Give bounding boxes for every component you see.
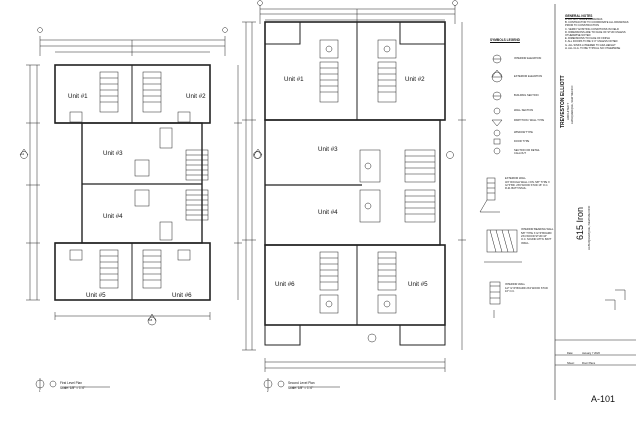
unit-label-2: Unit #2 <box>405 76 425 83</box>
second-level-plan <box>242 0 466 390</box>
first-plan-title: First Level Plan <box>60 381 82 385</box>
unit-label-6: Unit #6 <box>172 292 192 299</box>
unit-label-1: Unit #1 <box>68 93 88 100</box>
wall-type-details <box>479 177 522 318</box>
legend-item: BUILDING SECTION <box>514 94 539 97</box>
legend-symbols <box>491 54 503 155</box>
legend-item: SECTION OR DETAIL CALLOUT <box>514 149 540 156</box>
legend-item: INTERIOR ELEVATION <box>514 57 542 60</box>
sheet-title: Floor Plans <box>582 362 596 365</box>
unit-label-3: Unit #3 <box>318 146 338 153</box>
general-note: E. DIMENSIONS TO FACE OF FINISH <box>565 37 610 41</box>
first-level-plan <box>19 27 263 390</box>
legend-item: WINDOW TYPE <box>514 131 533 134</box>
general-notes: GENERAL NOTES A. DO NOT SCALE DRAWINGS B… <box>565 14 635 50</box>
project-name: 615 Iron <box>575 206 585 240</box>
project-location: ALBUQUERQUE, NEW MEXICO <box>587 205 591 250</box>
unit-label-1: Unit #1 <box>284 76 304 83</box>
date-label: Date: <box>567 352 574 355</box>
sheet-label: Sheet: <box>567 362 575 365</box>
second-plan-title: Second Level Plan <box>288 381 315 385</box>
general-note: C. VERIFY EXISTING CONDITIONS IN FIELD <box>565 27 619 31</box>
unit-label-6: Unit #6 <box>275 281 295 288</box>
unit-label-5: Unit #5 <box>408 281 428 288</box>
legend-item: DOOR TYPE <box>514 140 530 143</box>
firm-name: TREVESTON ELLIOTT <box>560 75 566 128</box>
general-notes-title: GENERAL NOTES <box>565 14 593 18</box>
first-plan-scale: Scale: 1/8" = 1'-0" <box>60 386 86 390</box>
general-note: B. CONTRACTOR TO COORDINATE ALL DRAWINGS… <box>565 21 629 28</box>
general-note: H. ALL CLG. TO BE TYPICAL NO OTHERWISE <box>565 46 621 50</box>
wall-type-desc: 3/4" ROUGH WALL / FIN. 5/8" TYPE X GYP B… <box>505 181 550 191</box>
legend-item: EXTERIOR ELEVATION <box>514 75 543 78</box>
unit-label-3: Unit #3 <box>103 150 123 157</box>
legend-item: PARTITION / WALL TYPE <box>514 119 545 122</box>
unit-label-5: Unit #5 <box>86 292 106 299</box>
unit-label-4: Unit #4 <box>103 213 123 220</box>
general-note: F. ALL DOORS TO BE 3'-0" UNLESS NOTED <box>565 40 618 44</box>
general-note: A. DO NOT SCALE DRAWINGS <box>565 18 603 21</box>
second-plan-scale: Scale: 1/8" = 1'-0" <box>288 386 314 390</box>
general-note: G. ALL SINKS LOWERED TO ADA HEIGHT <box>565 43 616 47</box>
wall-type-tag: EXTERIOR WALL <box>505 177 526 180</box>
callout-label: A1 <box>21 153 25 156</box>
wall-type-desc: 5/8" TYPE X GYP BOARD 2X4 WOOD STUD 16" … <box>521 232 552 245</box>
unit-label-2: Unit #2 <box>186 93 206 100</box>
wall-type-tag: INTERIOR BEARING WALL <box>521 228 554 231</box>
sheet-number: A-101 <box>591 394 616 404</box>
unit-label-4: Unit #4 <box>318 209 338 216</box>
legend-item: WALL SECTION <box>514 109 534 112</box>
plan-number: 2 <box>267 390 269 393</box>
legend-title: SYMBOLS LEGEND <box>490 38 520 42</box>
wall-type-tag: INTERIOR WALL <box>505 283 526 286</box>
firm-address: ALBUQUERQUE, NEW MEXICO <box>571 85 574 124</box>
general-note: D. DIMENSIONS ARE TO FACE OF STUD UNLESS… <box>565 30 626 38</box>
sheet-date: January 7 2020 <box>582 352 600 355</box>
wall-type-desc: 1/2" GYP BOARD 2X4 WOOD STUD 16" O.C. <box>505 287 548 294</box>
firm-sub: ARCHITECT <box>566 102 570 120</box>
plan-number: 1 <box>39 390 41 393</box>
callout-label: A5 <box>149 319 153 322</box>
